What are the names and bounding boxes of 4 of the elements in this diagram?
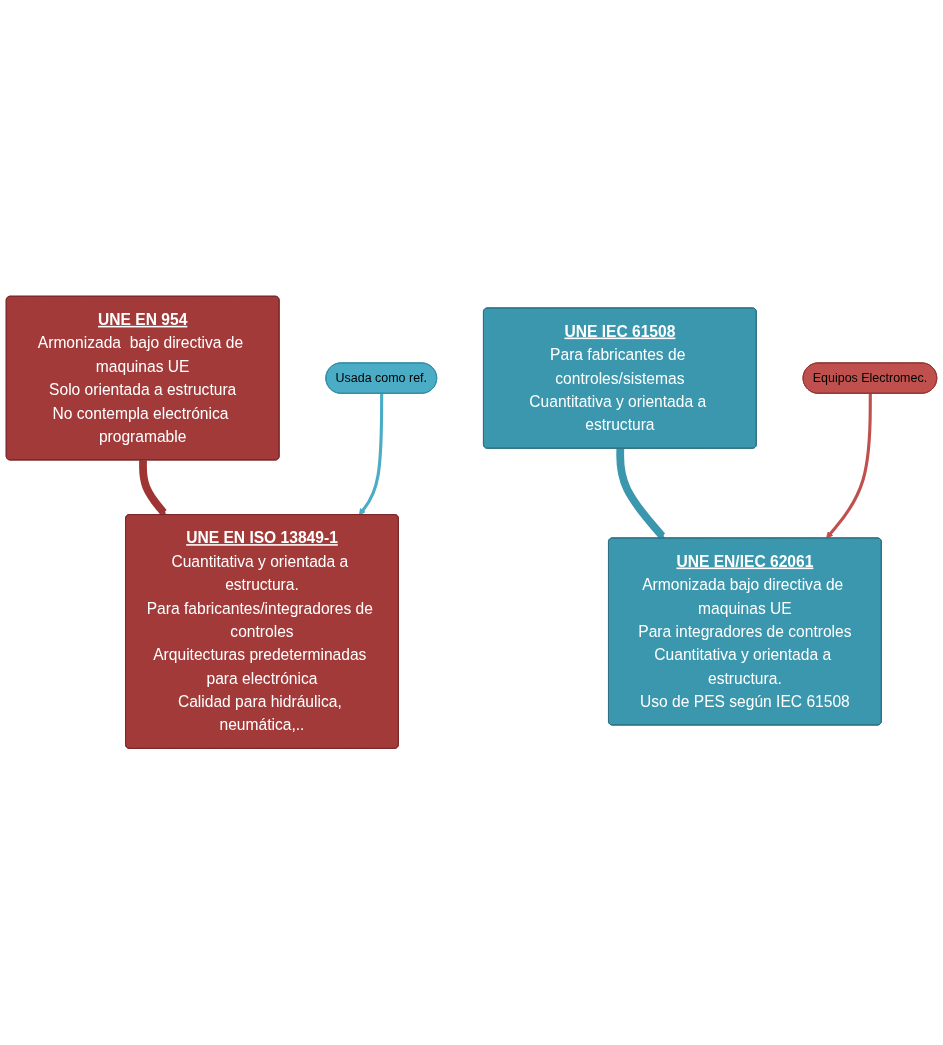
arrow [826, 393, 872, 539]
arrow [616, 448, 666, 539]
arrow [358, 393, 384, 516]
arrow [139, 460, 167, 516]
